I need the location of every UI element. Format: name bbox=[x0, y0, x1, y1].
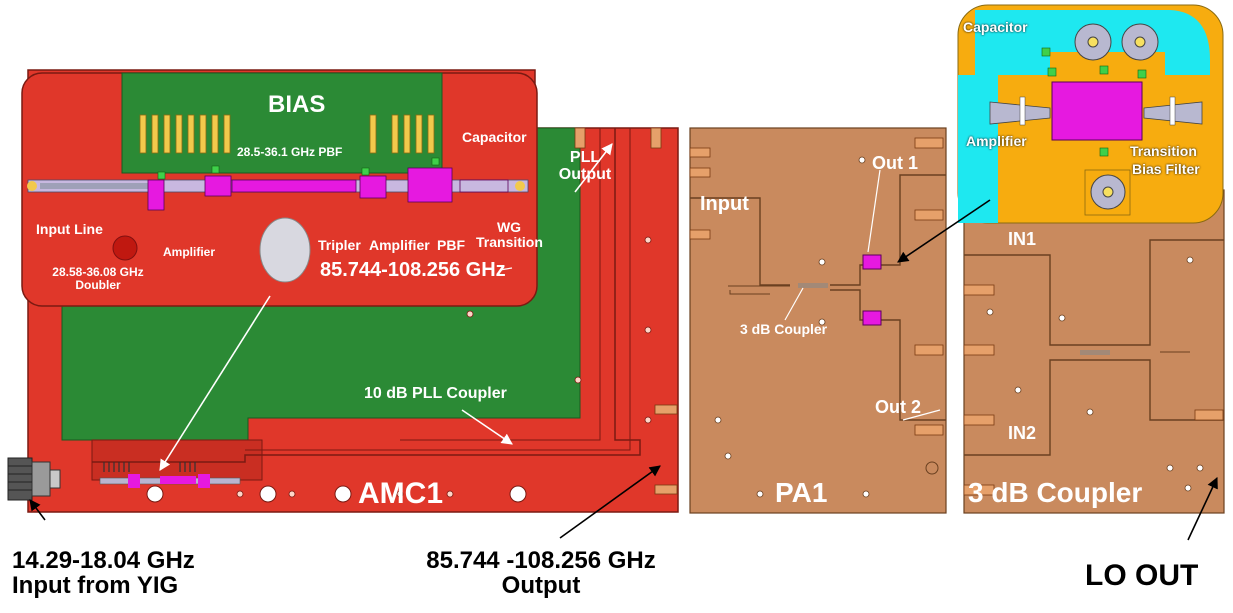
sma-connector bbox=[7, 457, 61, 501]
wg-transition-line1: WG bbox=[496, 219, 522, 235]
tripler-label: Tripler bbox=[318, 237, 361, 253]
pa1-amp-bottom bbox=[862, 310, 882, 326]
pa-input-label: Input bbox=[700, 193, 749, 215]
input-frequency-label: 14.29-18.04 GHz Input from YIG bbox=[12, 547, 195, 600]
output-frequency-label: 85.744 -108.256 GHz Output bbox=[396, 547, 686, 600]
bias-label: BIAS bbox=[268, 91, 326, 118]
pbf-small bbox=[459, 179, 509, 193]
doubler-line1: 28.58-36.08 GHz bbox=[52, 265, 144, 279]
pbf-label: PBF bbox=[437, 237, 465, 253]
inset-amplifier-chip bbox=[1051, 81, 1143, 141]
output-frequency-line2: Output bbox=[501, 572, 581, 600]
inset-capacitor-label: Capacitor bbox=[963, 19, 1028, 35]
bias-board bbox=[121, 72, 443, 174]
doubler-label: 28.58-36.08 GHz Doubler bbox=[38, 266, 158, 291]
inset-amplifier-label: Amplifier bbox=[966, 133, 1027, 149]
pll-output-line1: PLL bbox=[569, 149, 601, 166]
pbf-range-label: 28.5-36.1 GHz PBF bbox=[237, 145, 343, 159]
doubler-line2: Doubler bbox=[75, 277, 121, 292]
pa1-amp-top bbox=[862, 254, 882, 270]
input-frequency-line2: Input from YIG bbox=[12, 572, 179, 600]
amplifier-chip-2 bbox=[407, 167, 453, 203]
coupler-block bbox=[963, 189, 1225, 514]
capacitor-label: Capacitor bbox=[462, 129, 527, 145]
pa-coupler-label: 3 dB Coupler bbox=[740, 321, 828, 337]
amc1-block bbox=[7, 69, 679, 513]
pbf-filter bbox=[231, 179, 357, 193]
out2-label: Out 2 bbox=[875, 397, 922, 417]
tripler-chip bbox=[359, 175, 387, 199]
inset-bias-filter-label: Bias Filter bbox=[1132, 161, 1200, 177]
amplifier-label-2: Amplifier bbox=[369, 237, 430, 253]
annotation-arrows bbox=[29, 143, 1218, 541]
wg-transition-label: WG Transition bbox=[476, 219, 543, 250]
pll-output-label: PLL Output bbox=[555, 149, 615, 184]
output-frequency-line1: 85.744 -108.256 GHz bbox=[426, 547, 656, 574]
amplifier-inset bbox=[957, 4, 1224, 224]
input-line-label: Input Line bbox=[36, 221, 103, 237]
frequency-band-label: 85.744-108.256 GHz bbox=[320, 259, 506, 281]
wg-transition-line2: Transition bbox=[476, 233, 543, 250]
lo-out-label: LO OUT bbox=[1085, 559, 1199, 592]
pll-coupler-label: 10 dB PLL Coupler bbox=[364, 385, 507, 402]
amplifier-chip-1 bbox=[204, 175, 232, 197]
pa1-block bbox=[689, 127, 947, 514]
pa1-plate bbox=[689, 127, 947, 514]
doubler-chip bbox=[147, 179, 165, 211]
pll-output-line2: Output bbox=[558, 165, 612, 183]
input-frequency-line1: 14.29-18.04 GHz bbox=[12, 547, 195, 574]
amc1-bottom-channel bbox=[91, 439, 263, 481]
in1-label: IN1 bbox=[1008, 229, 1037, 249]
amc1-name: AMC1 bbox=[358, 477, 444, 510]
coupler-name: 3 dB Coupler bbox=[968, 477, 1143, 508]
inset-transition-label: Transition bbox=[1130, 143, 1197, 159]
pa1-name: PA1 bbox=[775, 477, 828, 508]
in2-label: IN2 bbox=[1008, 423, 1037, 443]
out1-label: Out 1 bbox=[872, 153, 919, 173]
amplifier-label-1: Amplifier bbox=[163, 245, 216, 259]
